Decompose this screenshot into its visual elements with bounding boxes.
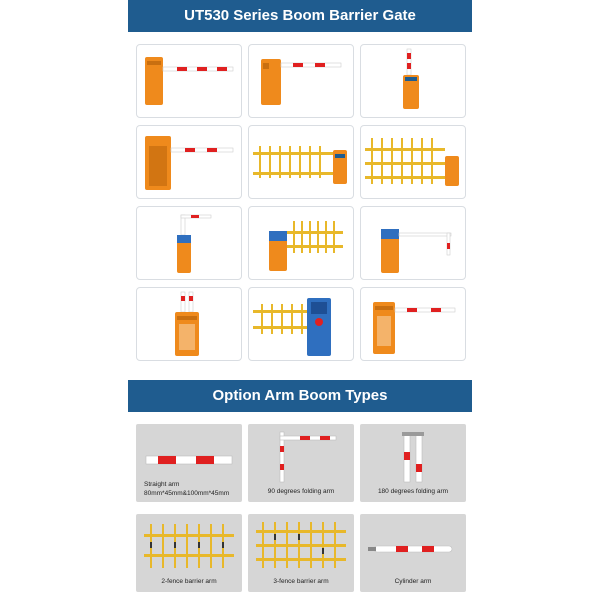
- series-title-banner: UT530 Series Boom Barrier Gate: [128, 0, 472, 32]
- folding-arm-blue-orange-barrier-icon: [177, 214, 212, 273]
- product-card[interactable]: [248, 287, 354, 361]
- series-title: UT530 Series Boom Barrier Gate: [184, 7, 416, 24]
- arm-type-two-fence[interactable]: 2-fence barrier arm: [136, 514, 242, 592]
- cylinder-arm-icon: [368, 545, 453, 553]
- options-title: Option Arm Boom Types: [212, 387, 388, 404]
- three-fence-arm-icon: [256, 522, 346, 568]
- vertical-arm-orange-barrier-icon: [175, 291, 199, 356]
- straight-arm-orange-barrier-icon: [145, 57, 234, 105]
- product-card[interactable]: [248, 206, 354, 280]
- fence-arm-orange-barrier-icon: [253, 146, 347, 184]
- product-card[interactable]: [248, 44, 354, 118]
- arm-type-three-fence[interactable]: 3-fence barrier arm: [248, 514, 354, 592]
- arm-type-folding-180[interactable]: 180 degrees folding arm: [360, 424, 466, 502]
- vertical-arm-orange-barrier-icon: [403, 48, 419, 109]
- two-fence-arm-icon: [144, 524, 234, 568]
- arm-type-straight[interactable]: Straight arm 80mm*45mm&100mm*45mm: [136, 424, 242, 502]
- fence-arm-blue-cabinet-icon: [253, 298, 331, 356]
- straight-arm-blue-barrier-icon: [381, 229, 452, 273]
- arm-detail: 80mm*45mm&100mm*45mm: [144, 490, 230, 497]
- arm-label: Straight arm: [144, 481, 180, 488]
- product-card[interactable]: [136, 44, 242, 118]
- straight-arm-icon: [145, 455, 233, 465]
- arm-label: 180 degrees folding arm: [377, 488, 449, 495]
- product-card[interactable]: [136, 287, 242, 361]
- arm-type-cylinder[interactable]: Cylinder arm: [360, 514, 466, 592]
- arm-label: Cylinder arm: [394, 578, 432, 585]
- arm-label: 3-fence barrier arm: [273, 578, 329, 585]
- arm-label: 2-fence barrier arm: [161, 578, 217, 585]
- product-card[interactable]: [360, 125, 466, 199]
- product-card[interactable]: [136, 206, 242, 280]
- folding-180-arm-icon: [402, 432, 424, 483]
- arm-types-grid: Straight arm 80mm*45mm&100mm*45mm 90 deg…: [136, 424, 466, 592]
- product-card[interactable]: [360, 206, 466, 280]
- product-card[interactable]: [360, 44, 466, 118]
- straight-arm-orange-barrier-icon: [261, 59, 342, 105]
- fence-arm-blue-barrier-icon: [269, 221, 343, 271]
- product-grid: [136, 44, 466, 361]
- product-card[interactable]: [360, 287, 466, 361]
- product-card[interactable]: [136, 125, 242, 199]
- arm-label: 90 degrees folding arm: [267, 488, 335, 495]
- straight-arm-tall-orange-barrier-icon: [145, 136, 234, 190]
- product-card[interactable]: [248, 125, 354, 199]
- arm-type-folding-90[interactable]: 90 degrees folding arm: [248, 424, 354, 502]
- options-title-banner: Option Arm Boom Types: [128, 380, 472, 412]
- fence-arm-orange-barrier-icon: [365, 138, 459, 186]
- straight-arm-orange-barrier-icon: [373, 302, 456, 354]
- folding-90-arm-icon: [279, 431, 337, 483]
